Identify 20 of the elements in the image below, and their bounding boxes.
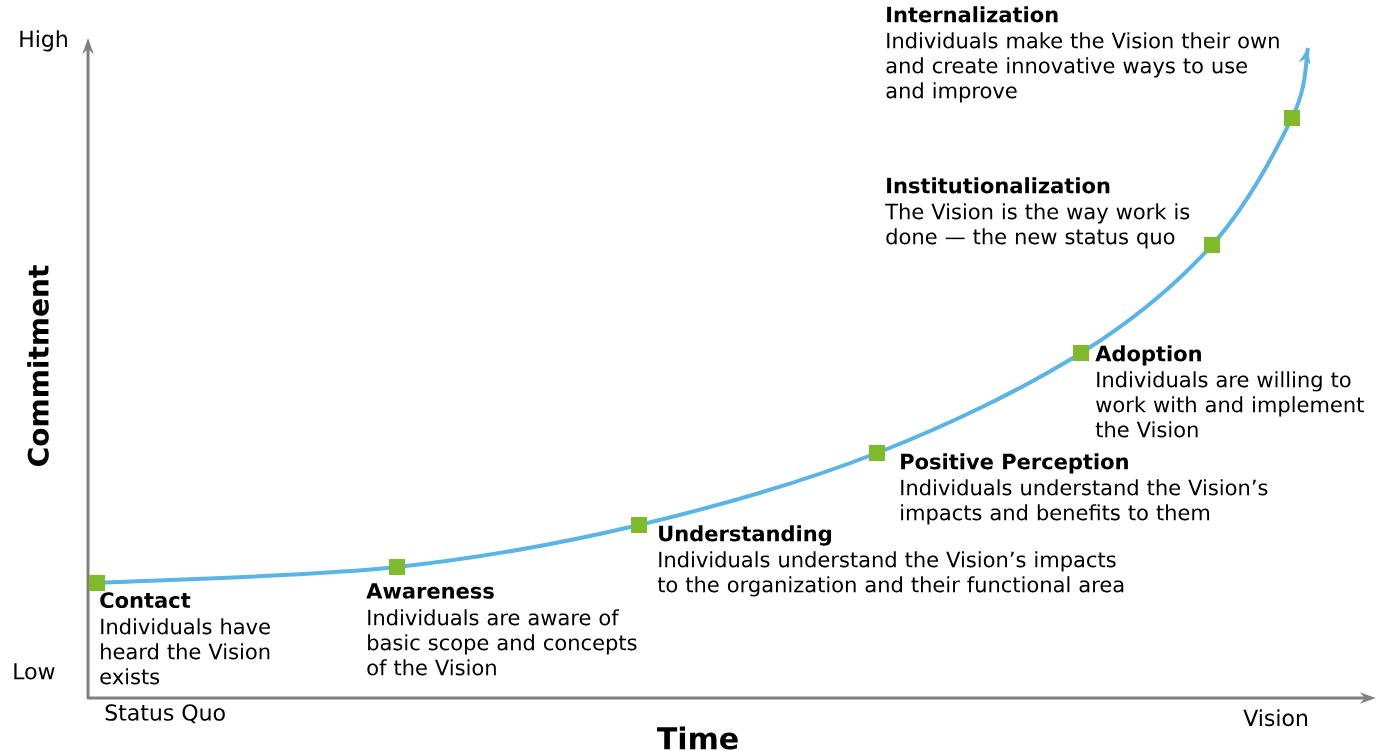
axis-label: Commitment (27, 265, 49, 466)
stage-description: Individuals are aware of basic scope and concepts of the Vision (367, 609, 637, 676)
axis-label: High (20, 30, 67, 52)
stage-heading: Institutionalization (887, 177, 1110, 194)
stage-heading: Awareness (366, 583, 494, 599)
axis-label: Low (14, 663, 55, 680)
stage-heading: Understanding (659, 525, 831, 546)
stage-description: Individuals are willing to work with and implement the Vision (1095, 371, 1364, 438)
stage-description: Individuals understand the Vision’s impacts and benefits to them (901, 479, 1268, 525)
axis-label: Vision (1243, 709, 1308, 727)
stage-description: Individuals make the Vision their own and create innovative ways to use and improve (886, 32, 1279, 103)
stage-description: Individuals understand the Vision’s impacts to the organization and their functional area (657, 551, 1124, 597)
stage-heading: Internalization (887, 6, 1058, 23)
stage-heading: Contact (100, 592, 191, 609)
stage-heading: Positive Perception (901, 453, 1128, 474)
stage-heading: Adoption (1095, 345, 1201, 366)
axis-label: Status Quo (105, 704, 225, 724)
stage-description: Individuals have heard the Vision exists (100, 618, 270, 685)
axis-label: Time (656, 726, 738, 750)
stage-description: The Vision is the way work is done — the new status quo (885, 203, 1190, 249)
